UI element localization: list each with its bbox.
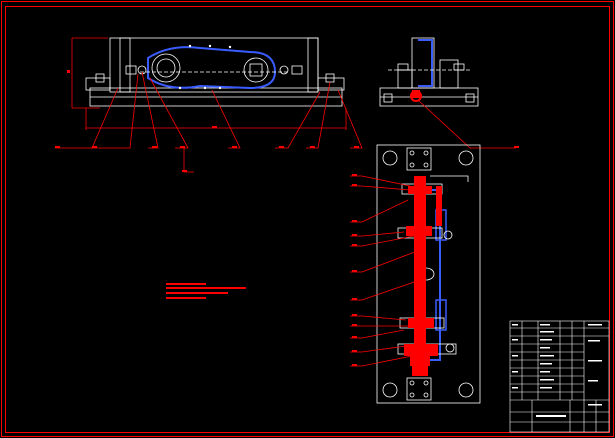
top-view-leaders [350,175,421,367]
side-view-leader-tag [514,146,519,148]
front-view-leader-tags [55,146,359,172]
side-view-leader [417,99,516,149]
title-block-text-marks [512,324,602,417]
top-view-leader-tags [352,174,357,366]
title-block [509,320,610,433]
technical-notes [166,283,246,299]
side-view [379,37,479,107]
top-view-workpiece [404,176,442,376]
inner-frame [5,6,610,433]
front-view [67,37,347,130]
